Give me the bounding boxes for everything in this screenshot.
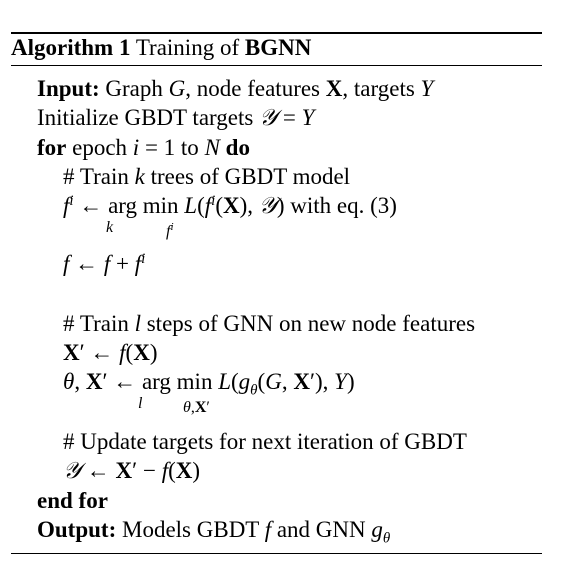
gbdt-argmin-line: fi ← arg min L(fi(X), 𝒴) with eq. (3) [63, 192, 397, 219]
init-text: Initialize GBDT targets [37, 105, 254, 130]
f-update-line: f ← f + fi [63, 250, 146, 276]
input-text-3: targets [353, 76, 415, 101]
for-text-1: epoch [72, 135, 128, 160]
y-update-line: 𝒴 ← X′ − f(X) [63, 458, 201, 484]
math-X: X [325, 76, 343, 101]
comment1-text: trees of GBDT model [150, 164, 351, 189]
sub-k: k [106, 219, 114, 236]
sub-theta-x: θ,X′ [183, 399, 210, 416]
algorithm-title-name: BGNN [244, 35, 312, 60]
math-calY: 𝒴 [259, 105, 278, 131]
input-keyword: Input: [37, 76, 100, 101]
output-text-2: and GNN [276, 517, 366, 542]
for-line: for epoch i = 1 to N do [37, 135, 250, 160]
comment2-hash: # Train [63, 311, 129, 336]
input-text-2: node features [196, 76, 321, 101]
math-Y: Y [420, 76, 434, 101]
sub-l: l [138, 395, 143, 412]
comment-update-targets: # Update targets for next iteration of G… [63, 429, 467, 455]
comment2-text: steps of GNN on new node features [146, 311, 476, 336]
x-prime-line: X′ ← f(X) [63, 340, 158, 365]
comment-train-gnn: # Train l steps of GNN on new node featu… [63, 311, 476, 336]
do-keyword: do [225, 135, 250, 160]
endfor-line: end for [37, 488, 108, 514]
init-line: Initialize GBDT targets 𝒴 = Y [37, 105, 315, 131]
algorithm-caption: Algorithm 1 Training of BGNN [11, 35, 311, 61]
argmin-2: arg min [141, 369, 213, 394]
for-keyword: for [37, 135, 67, 160]
output-keyword: Output: [37, 517, 117, 542]
output-text-1: Models GBDT [122, 517, 259, 542]
algorithm-label: Algorithm 1 [11, 35, 131, 60]
comment-train-trees: # Train k trees of GBDT model [63, 164, 351, 189]
input-text-1: Graph [105, 76, 163, 101]
math-G: G [168, 76, 186, 101]
input-line: Input: Graph G, node features X, targets… [37, 76, 434, 101]
caption-rule [11, 65, 542, 66]
top-rule [11, 32, 542, 34]
endfor-keyword: end for [37, 488, 108, 513]
sub-fi: fi [166, 220, 174, 240]
with-eq: with eq. (3) [290, 193, 397, 218]
bottom-rule [11, 553, 542, 554]
comment3-text: # Update targets for next iteration of G… [63, 429, 467, 454]
gnn-argmin-line: θ, X′ ← arg min L(gθ(G, X′), Y) [63, 369, 355, 399]
output-line: Output: Models GBDT f and GNN gθ [37, 517, 391, 547]
algorithm-title-prefix: Training of [135, 35, 240, 60]
argmin-1: arg min [108, 193, 179, 218]
comment1-hash: # Train [63, 164, 129, 189]
for-text-2: to [180, 135, 199, 160]
